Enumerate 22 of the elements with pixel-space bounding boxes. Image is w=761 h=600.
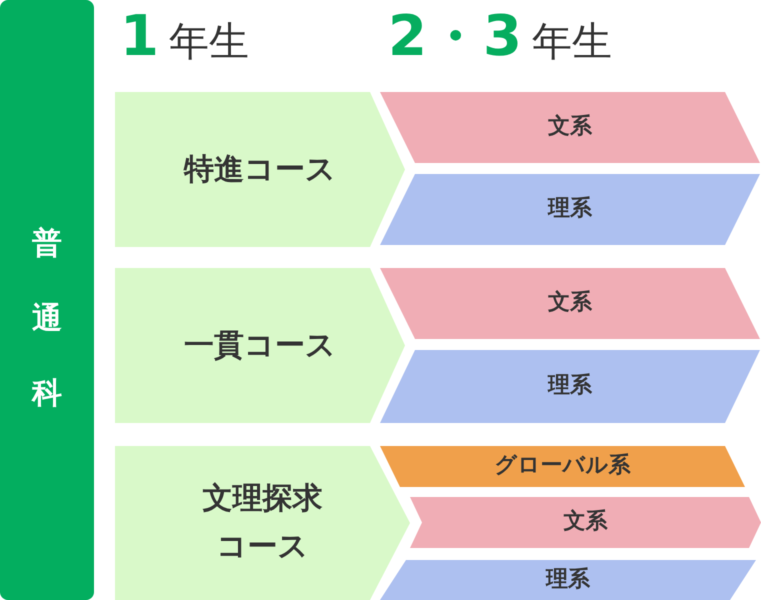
track-name: 理系: [546, 566, 590, 594]
track-name: 理系: [548, 195, 592, 224]
track-name: グローバル系: [494, 452, 630, 480]
track-parallelogram: [380, 446, 745, 487]
course-name: 特進コース: [184, 151, 336, 189]
department-band: [0, 0, 94, 600]
course-name: 一貫コース: [184, 327, 336, 365]
track-name: 文系: [548, 289, 592, 318]
track-parallelogram: [380, 174, 760, 245]
track-parallelogram: [380, 350, 760, 423]
track-name: 文系: [548, 113, 592, 142]
track-name: 文系: [564, 508, 608, 536]
track-parallelogram: [380, 92, 760, 163]
course-arrow-box: [115, 268, 405, 423]
course-arrow-box: [115, 92, 405, 247]
track-parallelogram: [380, 268, 760, 339]
course-arrow-box: [115, 446, 410, 600]
track-parallelogram: [380, 560, 756, 600]
track-band: [410, 497, 761, 548]
course-name: 文理探求コース: [202, 480, 324, 566]
department-label: 普通科: [31, 224, 63, 412]
track-name: 理系: [548, 372, 592, 400]
